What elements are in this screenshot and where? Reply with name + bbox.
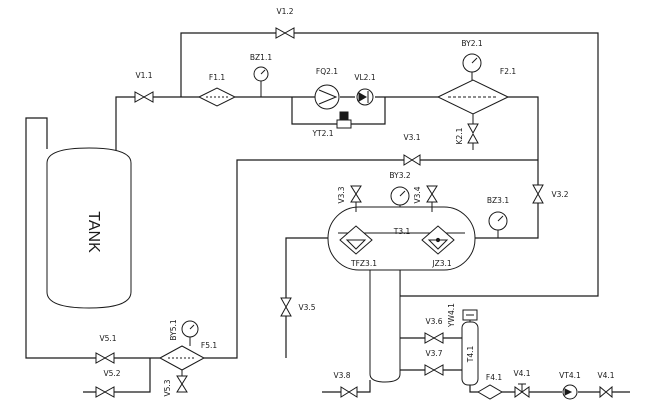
label-k2-1: K2.1 [455,127,464,144]
pipe-tank-return-loop [25,117,96,359]
pipe-f51-loop [83,357,160,393]
label-v3-5: V3.5 [298,303,315,312]
gauge-by5-1[interactable] [181,320,199,338]
filter-f2-1[interactable] [436,79,510,115]
label-v3-1: V3.1 [403,133,420,142]
label-v3-3: V3.3 [337,186,346,203]
pipe-v35-line [285,237,328,358]
label-fq2-1: FQ2.1 [316,67,338,76]
valve-v3-1[interactable] [403,154,421,166]
label-v5-2: V5.2 [103,369,120,378]
gauge-by3-2[interactable] [390,186,410,206]
tank: TANK [46,147,132,309]
gauge-by2-1[interactable] [462,53,482,73]
label-v3-6: V3.6 [425,317,442,326]
pump-fq2-1[interactable] [314,84,340,110]
tank-label: TANK [85,211,102,253]
pipe-v32-down [475,203,539,239]
valve-v1-2[interactable] [275,27,295,39]
valve-v5-1[interactable] [95,352,115,364]
label-bz1-1: BZ1.1 [250,53,272,62]
valve-v3-8[interactable] [340,386,358,398]
label-yw4-1: YW4.1 [447,303,456,328]
filter-f4-1[interactable] [477,384,503,400]
valve-v3-5[interactable] [280,297,292,317]
device-yt2-1[interactable] [336,111,352,129]
level-switch-yw4-1[interactable] [462,309,478,322]
label-f1-1: F1.1 [209,73,225,82]
label-yt2-1: YT2.1 [311,129,333,138]
label-v3-4: V3.4 [413,186,422,203]
column-body [369,269,401,383]
valve-v3-2[interactable] [532,184,544,204]
label-bz3-1: BZ3.1 [487,196,509,205]
pipe-t41-outlet [469,385,630,393]
valve-k2-1[interactable] [467,123,479,144]
label-vl2-1: VL2.1 [354,73,375,82]
check-valve-vl2-1[interactable] [356,88,374,106]
label-t4-1: T4.1 [466,346,475,364]
check-valve-vt4-1[interactable] [562,384,578,400]
valve-v5-2[interactable] [95,386,115,398]
filter-jz3-1[interactable] [421,225,455,255]
gauge-bz3-1[interactable] [488,211,508,231]
valve-v5-3[interactable] [176,375,188,393]
label-v5-3: V5.3 [163,379,172,396]
label-f4-1: F4.1 [486,373,502,382]
valve-v3-6[interactable] [424,332,444,344]
valve-v4-1-b[interactable] [599,385,613,399]
valve-v3-4[interactable] [426,185,438,207]
label-by5-1: BY5.1 [169,319,178,340]
filter-f5-1[interactable] [158,345,206,371]
pipe-v31-line [204,159,538,359]
valve-v3-7[interactable] [424,364,444,376]
label-by2-1: BY2.1 [461,39,482,48]
pipe-f21-out [508,96,539,185]
label-v3-8: V3.8 [333,371,350,380]
label-v3-7: V3.7 [425,349,442,358]
label-v4-1-a: V4.1 [513,369,530,378]
valve-v4-1-a[interactable] [514,383,530,398]
filter-f1-1[interactable] [197,87,237,107]
label-t3-1: T3.1 [393,227,411,236]
pipe-top-valves [355,207,433,212]
label-by3-2: BY3.2 [389,171,410,180]
valve-v1-1[interactable] [134,91,154,103]
label-v3-2: V3.2 [551,190,568,199]
label-v1-2: V1.2 [276,7,293,16]
label-v1-1: V1.1 [135,71,152,80]
valve-v3-3[interactable] [350,185,362,207]
pipe-top-bypass [180,32,599,297]
label-jz3-1: JZ3.1 [431,259,452,268]
label-f2-1: F2.1 [500,67,516,76]
label-v4-1-b: V4.1 [597,371,614,380]
label-tfz3-1: TFZ3.1 [350,259,377,268]
label-v5-1: V5.1 [99,334,116,343]
filter-tfz3-1[interactable] [339,225,373,255]
label-f5-1: F5.1 [201,341,217,350]
gauge-bz1-1[interactable] [253,66,269,82]
label-vt4-1: VT4.1 [559,371,581,380]
